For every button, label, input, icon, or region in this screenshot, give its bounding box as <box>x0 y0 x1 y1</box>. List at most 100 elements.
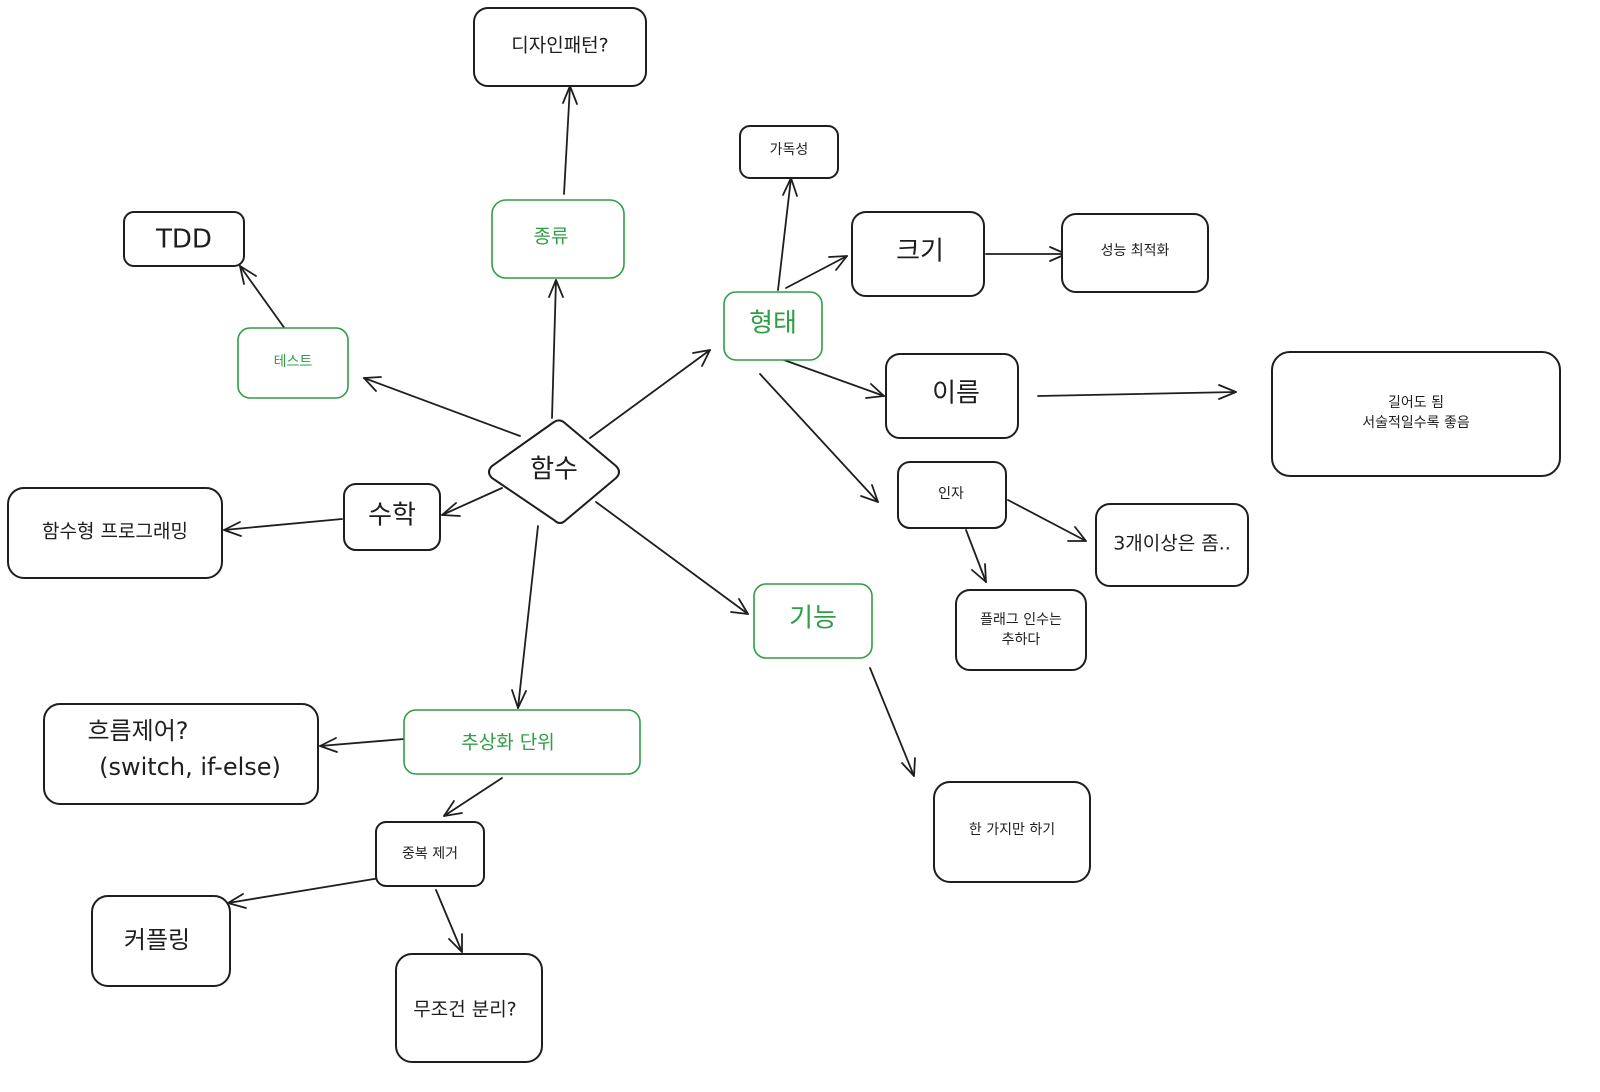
arrow-head <box>441 502 461 517</box>
edge-types-to-design-pattern <box>563 85 571 195</box>
design-pattern-box <box>473 7 647 87</box>
edge-central-to-function-role <box>595 501 749 615</box>
design-pattern-node[interactable]: 디자인패턴? <box>473 7 647 87</box>
edge-args-to-flag-args <box>965 529 987 583</box>
coupling-node[interactable]: 커플링 <box>91 895 231 987</box>
args-label: 인자 <box>938 486 964 502</box>
function-role-node[interactable]: 기능 <box>753 583 873 659</box>
edges <box>223 85 1237 953</box>
edge-form-to-args <box>759 373 879 503</box>
long-ok-box <box>1271 351 1561 477</box>
performance-box <box>1061 213 1209 293</box>
edge-math-to-functional <box>223 518 343 531</box>
central-diamond-shape <box>488 419 620 524</box>
name-label: 이름 <box>932 379 980 409</box>
abstraction-node[interactable]: 추상화 단위 <box>403 709 641 775</box>
test-node[interactable]: 테스트 <box>237 327 349 399</box>
flag-args-line-1: 플래그 인수는 <box>980 612 1062 628</box>
edge-central-to-test <box>363 377 521 437</box>
name-box <box>885 353 1019 439</box>
edge-dedup-to-separate <box>435 889 463 953</box>
size-node[interactable]: 크기 <box>851 211 985 297</box>
test-label: 테스트 <box>274 354 313 370</box>
design-pattern-label: 디자인패턴? <box>511 35 609 57</box>
edge-form-to-readability <box>777 177 792 291</box>
flag-args-box <box>955 589 1087 671</box>
form-label: 형태 <box>749 309 797 339</box>
types-box <box>491 199 625 279</box>
arrow-head <box>448 933 463 953</box>
edge-central-to-math <box>441 487 503 516</box>
flag-args-node[interactable]: 플래그 인수는 추하다 <box>955 589 1087 671</box>
arrow-head <box>1067 526 1087 542</box>
one-thing-node[interactable]: 한 가지만 하기 <box>933 781 1091 883</box>
math-label: 수학 <box>368 501 416 531</box>
central-node[interactable]: 함수 <box>488 419 620 524</box>
three-plus-box <box>1095 503 1249 587</box>
form-box <box>723 291 823 361</box>
tdd-label: TDD <box>155 225 212 255</box>
math-node[interactable]: 수학 <box>343 483 441 551</box>
edge-central-to-types <box>551 279 557 419</box>
edge-function-role-to-one-thing <box>869 667 915 777</box>
name-node[interactable]: 이름 <box>885 353 1019 439</box>
arrow-head <box>548 279 564 298</box>
separate-box <box>395 953 543 1063</box>
flow-control-node[interactable]: 흐름제어? (switch, if-else) <box>43 703 319 805</box>
size-box <box>851 211 985 297</box>
arrow-head <box>223 521 242 537</box>
dedup-node[interactable]: 중복 제거 <box>375 821 485 887</box>
form-node[interactable]: 형태 <box>723 291 823 361</box>
edge-abstraction-to-flow-control <box>319 738 405 747</box>
dedup-box <box>375 821 485 887</box>
edge-name-to-long-ok <box>1037 391 1237 397</box>
readability-box <box>739 125 839 179</box>
performance-node[interactable]: 성능 최적화 <box>1061 213 1209 293</box>
coupling-label: 커플링 <box>124 926 190 954</box>
three-plus-label: 3개이상은 좀.. <box>1113 533 1231 555</box>
edge-form-to-name <box>783 359 885 397</box>
one-thing-label: 한 가지만 하기 <box>969 822 1055 838</box>
function-role-label: 기능 <box>789 604 837 634</box>
arrow-head <box>865 383 885 399</box>
types-node[interactable]: 종류 <box>491 199 625 279</box>
abstraction-box <box>403 709 641 775</box>
arrow-head <box>860 484 879 503</box>
arrow-head <box>971 563 987 583</box>
performance-label: 성능 최적화 <box>1101 243 1170 259</box>
separate-node[interactable]: 무조건 분리? <box>395 953 543 1063</box>
tdd-node[interactable]: TDD <box>123 211 245 267</box>
function-role-box <box>753 583 873 659</box>
arrow-head <box>319 737 338 753</box>
arrow-head <box>363 376 382 392</box>
edge-central-to-abstraction <box>517 525 539 709</box>
arrow-head <box>511 689 527 709</box>
arrow-head <box>1218 384 1237 400</box>
arrow-head <box>901 757 916 777</box>
flow-control-line-2: (switch, if-else) <box>99 753 281 781</box>
edge-dedup-to-coupling <box>227 877 381 904</box>
central-label: 함수 <box>530 455 578 485</box>
types-label: 종류 <box>534 226 569 248</box>
args-node[interactable]: 인자 <box>897 461 1007 529</box>
long-ok-node[interactable]: 길어도 됨 서술적일수록 좋음 <box>1271 351 1561 477</box>
test-box <box>237 327 349 399</box>
edge-central-to-form <box>589 349 711 439</box>
edge-abstraction-to-dedup <box>443 777 503 817</box>
readability-node[interactable]: 가독성 <box>739 125 839 179</box>
separate-label: 무조건 분리? <box>413 999 517 1021</box>
arrow-head <box>239 265 257 285</box>
functional-box <box>7 487 223 579</box>
args-box <box>897 461 1007 529</box>
tdd-box <box>123 211 245 267</box>
arrow-head <box>828 255 848 271</box>
dedup-label: 중복 제거 <box>402 846 458 862</box>
one-thing-box <box>933 781 1091 883</box>
math-box <box>343 483 441 551</box>
size-label: 크기 <box>896 237 944 267</box>
edge-form-to-size <box>785 255 848 289</box>
flow-control-box <box>43 703 319 805</box>
functional-node[interactable]: 함수형 프로그래밍 <box>7 487 223 579</box>
three-plus-node[interactable]: 3개이상은 좀.. <box>1095 503 1249 587</box>
